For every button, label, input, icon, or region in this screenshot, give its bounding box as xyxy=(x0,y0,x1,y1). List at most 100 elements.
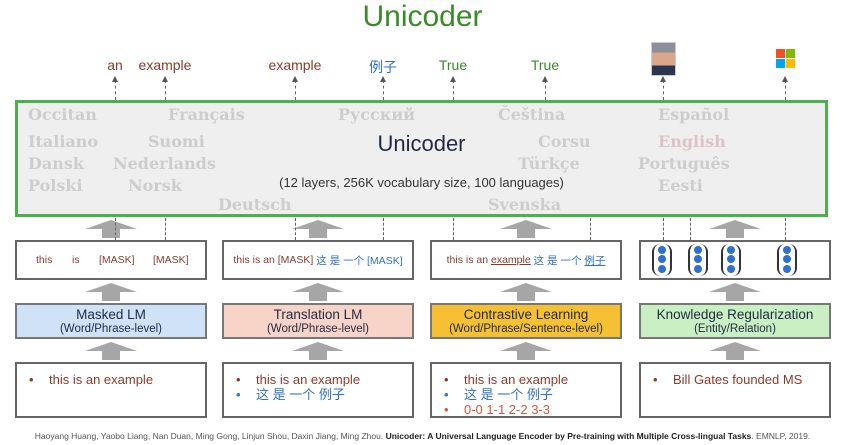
dashed-connector xyxy=(383,218,384,240)
input-text: 这 是 一个 例子 xyxy=(464,387,553,402)
dashed-connector xyxy=(785,218,786,240)
dashed-connector xyxy=(115,218,116,240)
watermark-word: Español xyxy=(658,105,730,124)
input-knowledge: •Bill Gates founded MS xyxy=(639,362,831,418)
task-name: Knowledge Regularization xyxy=(656,307,814,322)
task-name: Contrastive Learning xyxy=(463,307,589,322)
dashed-arrow xyxy=(115,80,116,100)
up-arrow-icon xyxy=(500,342,552,360)
up-arrow-icon xyxy=(500,283,552,301)
dashed-connector xyxy=(590,218,591,240)
watermark-word: Italiano xyxy=(28,132,99,151)
aligned-word: 例子 xyxy=(584,254,606,267)
up-arrow-icon xyxy=(85,342,137,360)
watermark-word: Čeština xyxy=(498,105,566,124)
arrowhead-icon xyxy=(162,76,168,82)
watermark-word: Svenska xyxy=(488,195,562,214)
entity-vector-icon xyxy=(688,244,708,276)
up-arrow-icon xyxy=(709,283,761,301)
dashed-arrow xyxy=(545,80,546,100)
watermark-word: Occitan xyxy=(28,105,97,124)
dashed-arrow xyxy=(453,80,454,100)
watermark-word: English xyxy=(658,132,726,151)
chinese-tokens: 这 是 一个 xyxy=(530,254,585,267)
entity-vector-icon xyxy=(721,244,741,276)
arrowhead-icon xyxy=(112,76,118,82)
up-arrow-icon xyxy=(709,220,761,238)
aligned-word: example xyxy=(490,254,531,266)
task-masked-lm: Masked LM(Word/Phrase-level) xyxy=(15,303,207,339)
chinese-tokens: 这 是 一个 [MASK] xyxy=(316,254,403,267)
knowledge-embeddings xyxy=(639,240,831,280)
task-level: (Word/Phrase-level) xyxy=(266,323,370,335)
input-text: Bill Gates founded MS xyxy=(673,372,803,387)
up-arrow-icon xyxy=(292,283,344,301)
contrastive-sequence: this is an example 这 是 一个 例子 xyxy=(430,240,622,280)
input-text: 这 是 一个 例子 xyxy=(256,387,345,402)
dashed-arrow xyxy=(383,80,384,100)
up-arrow-icon xyxy=(85,220,137,238)
token: is xyxy=(72,254,80,266)
task-level: (Entity/Relation) xyxy=(694,323,776,335)
arrowhead-icon xyxy=(542,76,548,82)
task-level: (Word/Phrase-level) xyxy=(59,323,163,335)
entity-vector-icon xyxy=(652,244,672,276)
entity-vector-icon xyxy=(777,244,797,276)
output-token: an xyxy=(107,57,123,73)
token: [MASK] xyxy=(99,254,135,266)
watermark-word: Corsu xyxy=(538,132,591,151)
watermark-word: Dansk xyxy=(28,154,84,173)
watermark-word: Norsk xyxy=(128,176,182,195)
watermark-word: Pусский xyxy=(338,105,416,124)
watermark-word: Français xyxy=(168,105,245,124)
up-arrow-icon xyxy=(709,342,761,360)
input-text: this is an example xyxy=(49,372,154,387)
arrowhead-icon xyxy=(450,76,456,82)
encoder-title: Unicoder xyxy=(377,131,466,156)
dashed-arrow xyxy=(165,80,166,100)
dashed-connector xyxy=(690,218,691,240)
up-arrow-icon xyxy=(292,342,344,360)
watermark-word: Português xyxy=(638,154,730,173)
english-tokens: this is an xyxy=(446,254,491,266)
dashed-arrow xyxy=(785,80,786,100)
dashed-connector xyxy=(295,218,296,240)
output-token: 例子 xyxy=(369,59,397,75)
input-text: this is an example xyxy=(256,372,361,387)
input-text: this is an example xyxy=(464,372,569,387)
arrowhead-icon xyxy=(660,76,666,82)
watermark-word: Deutsch xyxy=(218,195,292,214)
arrowhead-icon xyxy=(292,76,298,82)
task-level: (Word/Phrase/Sentence-level) xyxy=(449,323,603,335)
encoder-subtitle: (12 layers, 256K vocabulary size, 100 la… xyxy=(279,175,564,190)
unicoder-encoder-box: Occitan Français Pусский Čeština Español… xyxy=(15,100,828,217)
arrowhead-icon xyxy=(782,76,788,82)
arrowhead-icon xyxy=(380,76,386,82)
output-token: example xyxy=(138,57,192,73)
dashed-connector xyxy=(453,218,454,240)
citation-authors: Haoyang Huang, Yaobo Liang, Nan Duan, Mi… xyxy=(34,431,386,441)
diagram-title: Unicoder xyxy=(362,0,483,33)
watermark-word: Nederlands xyxy=(113,154,216,173)
watermark-word: Türkçe xyxy=(518,154,580,173)
dashed-connector xyxy=(663,218,664,240)
up-arrow-icon xyxy=(85,283,137,301)
output-token: example xyxy=(268,57,322,73)
input-contrastive: •this is an example •这 是 一个 例子 •0-0 1-1 … xyxy=(430,362,622,418)
translation-lm-sequence: this is an [MASK] 这 是 一个 [MASK] xyxy=(222,240,414,280)
task-translation-lm: Translation LM(Word/Phrase-level) xyxy=(222,303,414,339)
input-masked-lm: •this is an example xyxy=(15,362,207,418)
token: [MASK] xyxy=(153,254,189,266)
watermark-word: Eesti xyxy=(658,176,703,195)
output-token: True xyxy=(438,57,468,73)
task-name: Masked LM xyxy=(76,307,146,322)
task-contrastive-learning: Contrastive Learning(Word/Phrase/Sentenc… xyxy=(430,303,622,339)
watermark-word: Suomi xyxy=(148,132,205,151)
english-tokens: this is an [MASK] xyxy=(233,254,314,266)
microsoft-logo-icon xyxy=(776,49,795,68)
token: this xyxy=(36,254,53,266)
watermark-word: Polski xyxy=(28,176,83,195)
up-arrow-icon xyxy=(292,220,344,238)
masked-lm-sequence: this is [MASK] [MASK] xyxy=(15,240,207,280)
alignment-text: 0-0 1-1 2-2 3-3 xyxy=(464,402,550,417)
